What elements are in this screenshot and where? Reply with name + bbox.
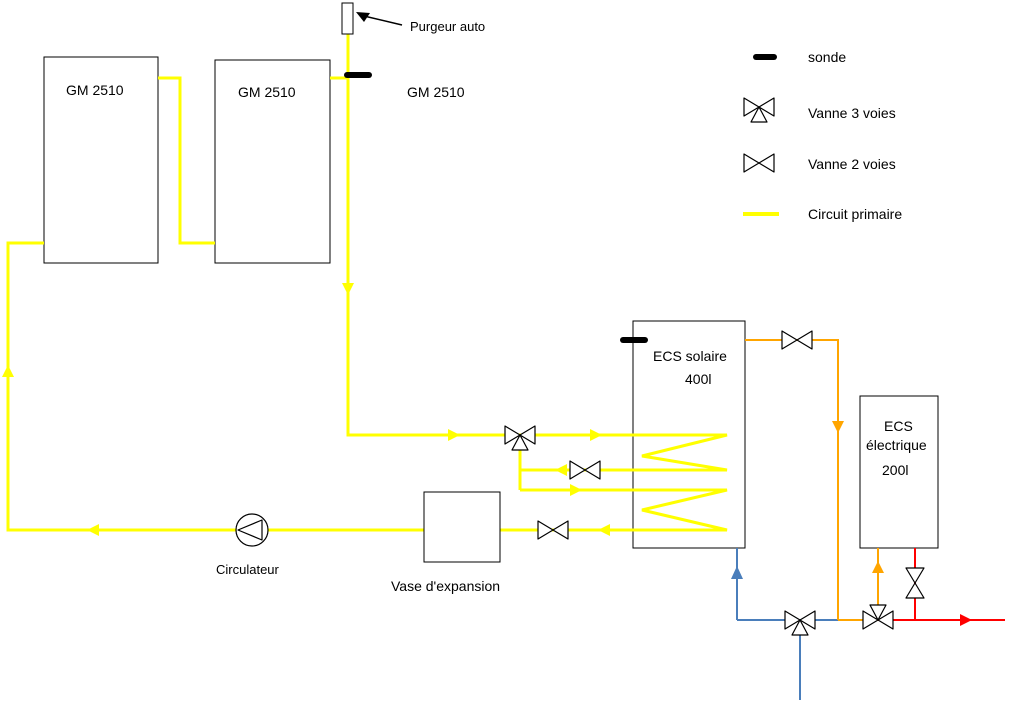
flow-arrow-left (87, 524, 99, 536)
electric-tank-capacity: 200l (882, 462, 908, 478)
expansion-vessel-label: Vase d'expansion (391, 578, 500, 594)
pump-label: Circulateur (216, 562, 280, 577)
flow-arrow-down (342, 283, 354, 295)
two-way-valve-preheat (781, 330, 813, 350)
flow-arrow-up (2, 365, 14, 377)
legend-three-way-valve-label: Vanne 3 voies (808, 105, 896, 121)
legend-primary-circuit-label: Circuit primaire (808, 206, 902, 222)
electric-tank-label-1: ECS (884, 418, 913, 434)
boiler-1-label: GM 2510 (66, 82, 124, 98)
flow-arrow-right (960, 614, 972, 626)
cold-water-arrows (731, 566, 743, 579)
flow-arrow-left (555, 464, 567, 476)
legend-three-way-valve-symbol (743, 97, 775, 123)
solar-tank-label: ECS solaire (653, 348, 727, 364)
boiler-2-label: GM 2510 (238, 84, 296, 100)
flow-arrow-down (832, 421, 844, 433)
electric-tank-label-2: électrique (866, 437, 927, 453)
sonde-riser (344, 72, 372, 78)
solar-tank-capacity: 400l (685, 371, 711, 387)
boiler-2-box (214, 59, 331, 264)
pump-symbol (235, 513, 269, 547)
legend-sonde-symbol (753, 54, 777, 60)
expansion-vessel-box (423, 491, 501, 563)
preheat-circuit-lines (745, 339, 879, 621)
flow-arrow-up (731, 566, 743, 579)
legend-sonde-label: sonde (808, 49, 846, 65)
boiler-1-box (43, 56, 159, 264)
primary-circuit-lines (6, 34, 779, 532)
legend-two-way-valve-symbol (743, 153, 775, 173)
boiler-3-label: GM 2510 (407, 84, 465, 100)
flow-arrow-up (872, 561, 884, 573)
hot-water-arrows (960, 614, 972, 626)
purgeur-auto-device (341, 2, 354, 35)
primary-circuit-arrows (2, 283, 610, 536)
hot-water-lines (878, 548, 1005, 621)
flow-arrow-right (570, 484, 582, 496)
three-way-valve-primary (504, 425, 536, 451)
legend-two-way-valve-label: Vanne 2 voies (808, 156, 896, 172)
flow-arrow-left (598, 524, 610, 536)
two-way-valve-hot-water (905, 567, 925, 599)
sondes (344, 54, 777, 343)
flow-arrow-right (448, 429, 460, 441)
purgeur-auto-label: Purgeur auto (410, 19, 485, 34)
sonde-solar-tank (620, 337, 648, 343)
preheat-circuit-arrows (832, 421, 884, 573)
two-way-valve-upper-return (569, 460, 601, 480)
electric-tank-box (859, 395, 939, 549)
two-way-valve-lower-return (537, 520, 569, 540)
three-way-valve-electric-tank (862, 604, 894, 630)
three-way-valve-cold-water (784, 610, 816, 636)
purgeur-annotation-arrow (356, 12, 403, 26)
flow-arrow-right (590, 429, 602, 441)
